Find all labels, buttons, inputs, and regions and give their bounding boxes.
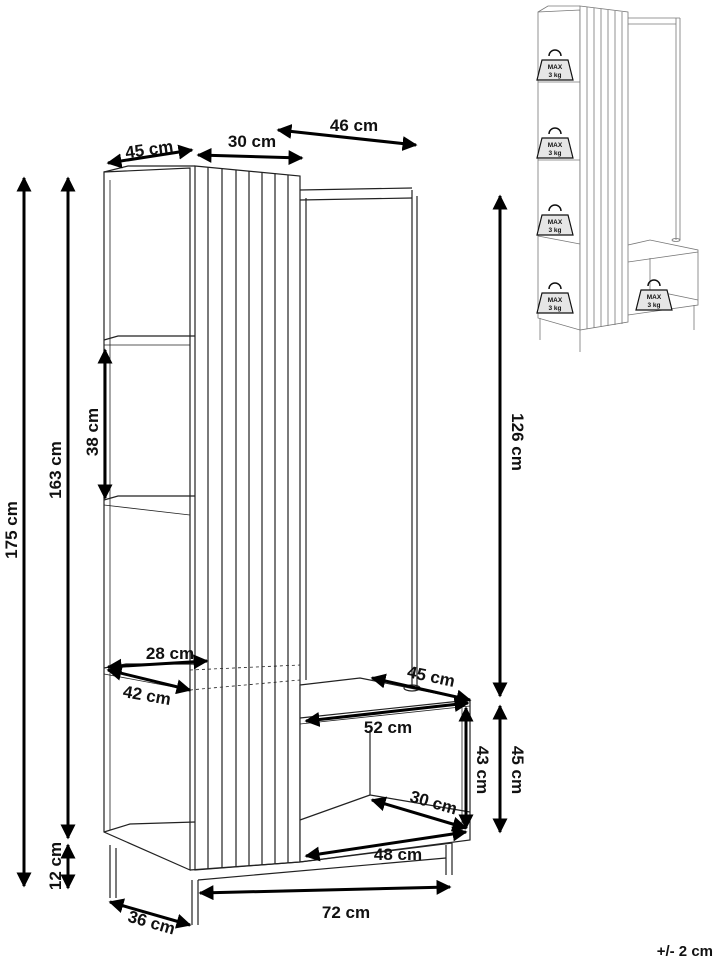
rail-width-label: 46 cm bbox=[330, 116, 378, 135]
frame-height-label: 163 cm bbox=[46, 441, 65, 499]
weight-tag-weight: 3 kg bbox=[548, 227, 561, 234]
load-capacity-thumbnail bbox=[537, 5, 699, 352]
weight-tag-1: MAX 3 kg bbox=[536, 49, 574, 81]
dimension-arrows bbox=[16, 124, 508, 929]
base-depth-label: 36 cm bbox=[126, 907, 178, 939]
tolerance-note: +/- 2 cm bbox=[656, 943, 713, 960]
weight-tag-2: MAX 3 kg bbox=[536, 127, 574, 159]
shelf-depth-inner-label: 28 cm bbox=[146, 644, 194, 663]
panel-width-label: 30 cm bbox=[228, 132, 276, 151]
weight-tag-4: MAX 3 kg bbox=[536, 282, 574, 314]
rail-height-label: 126 cm bbox=[508, 413, 527, 471]
weight-tag-max: MAX bbox=[548, 219, 563, 226]
weight-tag-max: MAX bbox=[548, 297, 563, 304]
bench-width-bottom-label: 48 cm bbox=[374, 845, 422, 864]
base-width-label: 72 cm bbox=[322, 903, 370, 922]
total-height-label: 175 cm bbox=[2, 501, 21, 559]
bench-height-outer-label: 45 cm bbox=[508, 746, 527, 794]
leg-height-label: 12 cm bbox=[46, 842, 65, 890]
weight-tag-weight: 3 kg bbox=[548, 150, 561, 157]
weight-tag-3: MAX 3 kg bbox=[536, 204, 574, 236]
weight-tag-weight: 3 kg bbox=[548, 305, 561, 312]
top-depth-label: 45 cm bbox=[124, 137, 174, 163]
weight-tag-max: MAX bbox=[548, 142, 563, 149]
weight-tag-5: MAX 3 kg bbox=[635, 279, 673, 311]
main-furniture-drawing bbox=[103, 165, 471, 925]
weight-tag-weight: 3 kg bbox=[548, 72, 561, 79]
bench-width-top-label: 52 cm bbox=[364, 718, 412, 737]
shelf-height-label: 38 cm bbox=[83, 408, 102, 456]
bench-height-inner-label: 43 cm bbox=[473, 746, 492, 794]
weight-tag-weight: 3 kg bbox=[647, 302, 660, 309]
weight-tag-max: MAX bbox=[548, 64, 563, 71]
weight-tag-max: MAX bbox=[647, 294, 662, 301]
